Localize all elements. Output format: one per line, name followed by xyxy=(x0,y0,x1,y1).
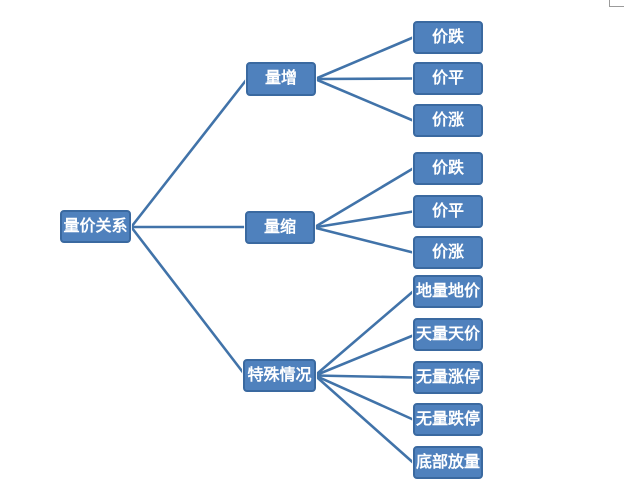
node-leaf-up-price-flat[interactable]: 价平 xyxy=(413,62,483,95)
node-leaf-bottom-heavy-volume[interactable]: 底部放量 xyxy=(413,446,483,479)
edge-down-price-rise xyxy=(312,226,415,254)
node-label: 价平 xyxy=(431,202,464,220)
edge-up-price-flat xyxy=(313,77,415,81)
edge-up-price-rise xyxy=(313,77,415,122)
edge-special-no-volume-limit-down xyxy=(313,374,415,421)
node-label: 价涨 xyxy=(431,111,464,129)
node-branch-volume-decrease[interactable]: 量缩 xyxy=(245,211,315,244)
node-label: 价平 xyxy=(431,69,464,87)
node-leaf-down-price-rise[interactable]: 价涨 xyxy=(413,236,483,269)
edge-down-price-flat xyxy=(312,210,415,229)
node-leaf-top-volume-top-price[interactable]: 天量天价 xyxy=(413,318,483,351)
node-label: 价跌 xyxy=(431,28,464,46)
node-label: 特殊情况 xyxy=(247,366,312,384)
node-leaf-up-price-rise[interactable]: 价涨 xyxy=(413,104,483,137)
edge-special-bottom-heavy-volume xyxy=(313,374,415,464)
edge-root-volume-up xyxy=(130,77,249,228)
node-label: 地量地价 xyxy=(415,282,480,300)
corner-box-fragment xyxy=(609,0,624,7)
connector-group xyxy=(130,36,415,464)
node-leaf-bottom-volume-bottom-price[interactable]: 地量地价 xyxy=(413,275,483,308)
node-label: 量增 xyxy=(264,70,297,87)
node-leaf-no-volume-limit-down[interactable]: 无量跌停 xyxy=(413,403,483,436)
node-leaf-no-volume-limit-up[interactable]: 无量涨停 xyxy=(413,361,483,394)
node-label: 天量天价 xyxy=(415,325,480,343)
edge-special-no-volume-limit-up xyxy=(313,374,415,379)
node-root-volume-price-relationship[interactable]: 量价关系 xyxy=(60,210,131,243)
node-label: 价涨 xyxy=(431,243,464,261)
node-leaf-down-price-flat[interactable]: 价平 xyxy=(413,195,483,228)
edge-special-top-volume-price xyxy=(313,334,415,377)
node-label: 量价关系 xyxy=(63,217,128,235)
edge-down-price-fall xyxy=(312,167,415,229)
node-branch-volume-increase[interactable]: 量增 xyxy=(246,62,316,96)
edge-root-special-cases xyxy=(130,226,247,377)
node-label: 底部放量 xyxy=(415,453,480,471)
node-leaf-down-price-fall[interactable]: 价跌 xyxy=(413,152,483,185)
edge-up-price-fall xyxy=(313,36,415,81)
edge-special-bottom-volume-price xyxy=(313,290,415,377)
node-label: 价跌 xyxy=(431,159,464,177)
node-branch-special-cases[interactable]: 特殊情况 xyxy=(243,359,316,392)
node-label: 无量跌停 xyxy=(415,410,480,428)
node-leaf-up-price-fall[interactable]: 价跌 xyxy=(413,21,483,54)
node-label: 量缩 xyxy=(263,218,296,236)
node-label: 无量涨停 xyxy=(415,368,480,386)
